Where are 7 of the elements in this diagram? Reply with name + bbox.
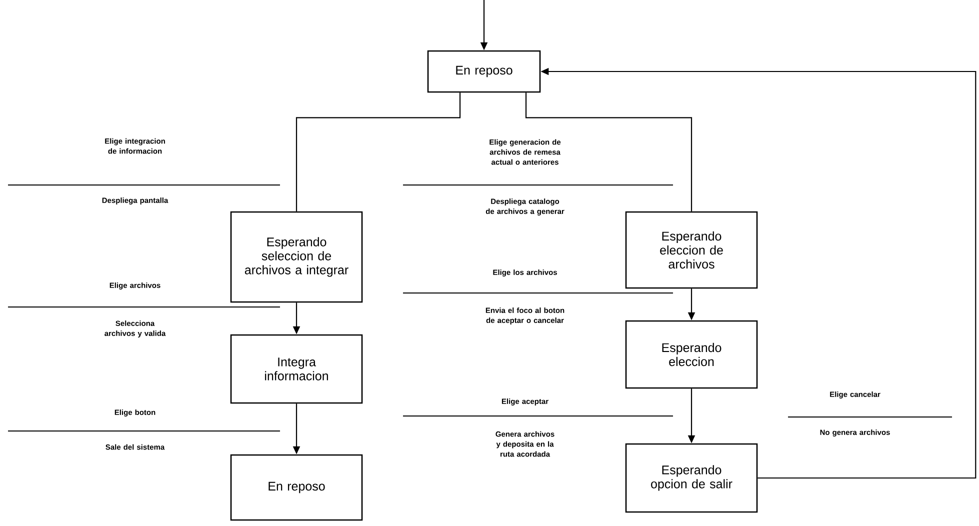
state-box: En reposo: [427, 50, 541, 93]
state-box: Esperando eleccion: [625, 320, 758, 389]
state-box: En reposo: [230, 454, 363, 521]
state-box: Esperando eleccion de archivos: [625, 211, 758, 289]
state-box: Integra informacion: [230, 334, 363, 404]
state-box: Esperando seleccion de archivos a integrar: [230, 211, 363, 303]
state-box: Esperando opcion de salir: [625, 443, 758, 513]
